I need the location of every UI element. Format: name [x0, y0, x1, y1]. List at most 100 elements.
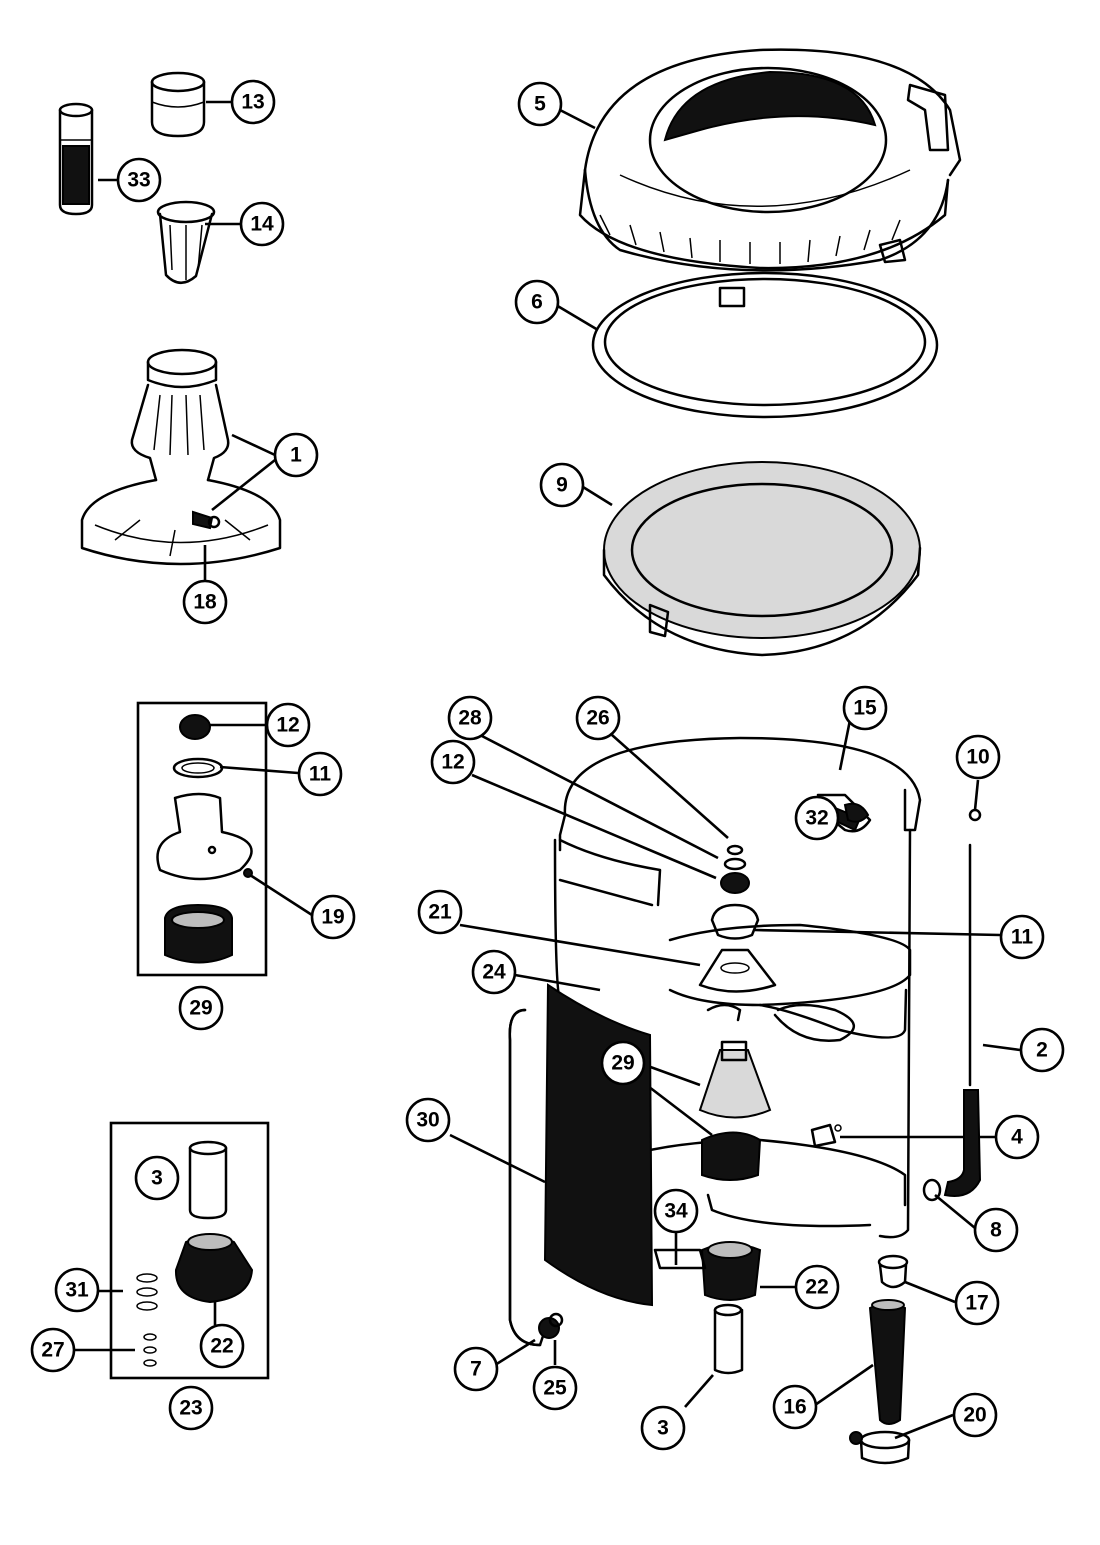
part-29-bearing [701, 1131, 762, 1181]
part-14-insert [156, 200, 216, 284]
leader-3b [684, 1374, 714, 1408]
svg-text:25: 25 [543, 1377, 567, 1400]
callout-29b: 29 [600, 1040, 646, 1086]
kit-29-box [136, 701, 268, 977]
leader-19 [249, 873, 313, 917]
svg-text:3: 3 [657, 1417, 669, 1440]
callout-26: 26 [575, 695, 621, 741]
svg-text:12: 12 [441, 751, 464, 774]
leader-8 [934, 1193, 976, 1230]
callout-20: 20 [952, 1392, 998, 1438]
svg-text:17: 17 [965, 1292, 988, 1315]
leader-28 [479, 733, 719, 860]
callout-24: 24 [471, 949, 517, 995]
part-33-filter [58, 102, 94, 216]
callout-11a: 11 [297, 751, 343, 797]
kit-23-parts [136, 1140, 254, 1367]
leader-30 [449, 1133, 546, 1184]
svg-text:15: 15 [853, 697, 877, 720]
leader-2 [982, 1043, 1021, 1052]
svg-text:26: 26 [586, 707, 609, 730]
svg-text:22: 22 [805, 1276, 828, 1299]
part-32-clip [843, 802, 870, 823]
callout-11b: 11 [999, 914, 1045, 960]
part-4-fitting [810, 1123, 842, 1148]
callout-28: 28 [447, 695, 493, 741]
callout-19: 19 [310, 894, 356, 940]
part-26-clip [726, 844, 744, 856]
leader-21 [459, 923, 701, 967]
callout-1: 1 [273, 432, 319, 478]
svg-text:14: 14 [250, 213, 274, 236]
part-17-fitting [877, 1254, 909, 1289]
callout-23: 23 [168, 1385, 214, 1431]
svg-text:34: 34 [664, 1200, 688, 1223]
part-30-heat-shield [543, 983, 654, 1307]
part-8-clamp [922, 1178, 942, 1202]
svg-text:29: 29 [189, 997, 212, 1020]
callout-5: 5 [517, 81, 563, 127]
part-16-drain-hose [868, 1299, 907, 1425]
part-18-screw [192, 510, 221, 530]
callout-8: 8 [973, 1207, 1019, 1253]
part-5-tub-cover [578, 48, 962, 308]
part-20-clamp [849, 1430, 911, 1465]
svg-text:13: 13 [241, 91, 264, 114]
callout-34: 34 [653, 1188, 699, 1234]
part-3-tube [713, 1308, 744, 1375]
part-6-gasket [591, 271, 939, 419]
part-25-clamp [538, 1312, 564, 1339]
svg-text:18: 18 [193, 591, 217, 614]
svg-text:4: 4 [1011, 1126, 1023, 1149]
svg-text:22: 22 [210, 1335, 233, 1358]
leader-10 [973, 779, 980, 811]
callout-9: 9 [539, 462, 585, 508]
svg-text:9: 9 [556, 474, 568, 497]
kit-29-parts [156, 714, 253, 964]
part-21-seal [698, 948, 777, 993]
part-9-balance-ring [602, 461, 922, 657]
callout-4: 4 [994, 1114, 1040, 1160]
part-10-grommet [968, 808, 982, 822]
svg-text:16: 16 [783, 1396, 806, 1419]
callout-12b: 12 [430, 739, 476, 785]
svg-text:6: 6 [531, 291, 543, 314]
callout-30: 30 [405, 1097, 451, 1143]
leader-6 [555, 303, 599, 332]
svg-text:8: 8 [990, 1219, 1002, 1242]
part-13-cap [150, 71, 206, 138]
svg-text:21: 21 [428, 901, 452, 924]
callout-18: 18 [182, 579, 228, 625]
callout-10: 10 [955, 734, 1001, 780]
part-2-pressure-tube [943, 843, 982, 1197]
callout-32: 32 [794, 795, 840, 841]
callout-21: 21 [417, 889, 463, 935]
leader-5 [559, 108, 596, 130]
part-1-agitator [80, 348, 282, 566]
svg-text:33: 33 [127, 169, 150, 192]
callout-33: 33 [116, 157, 162, 203]
part-7-hose [508, 1008, 547, 1347]
callout-25: 25 [532, 1365, 578, 1411]
svg-text:23: 23 [179, 1397, 202, 1420]
leader-11a [219, 765, 299, 775]
callout-2: 2 [1019, 1027, 1065, 1073]
leader-1a [231, 433, 276, 457]
part-24-outer-tub [553, 736, 922, 1239]
leader-29b2 [639, 1078, 713, 1137]
svg-text:27: 27 [41, 1339, 64, 1362]
leader-9 [582, 485, 613, 507]
part-34-bracket [653, 1248, 707, 1270]
leader-16 [814, 1363, 874, 1407]
leader-15 [838, 719, 852, 771]
callout-31: 31 [54, 1267, 100, 1313]
callout-6: 6 [514, 279, 560, 325]
center-stack [698, 844, 777, 1375]
svg-text:5: 5 [534, 93, 546, 116]
leader-17 [904, 1280, 956, 1304]
svg-text:3: 3 [151, 1167, 163, 1190]
callout-22a: 22 [199, 1323, 245, 1369]
callout-29a: 29 [178, 985, 224, 1031]
svg-text:29: 29 [611, 1052, 634, 1075]
